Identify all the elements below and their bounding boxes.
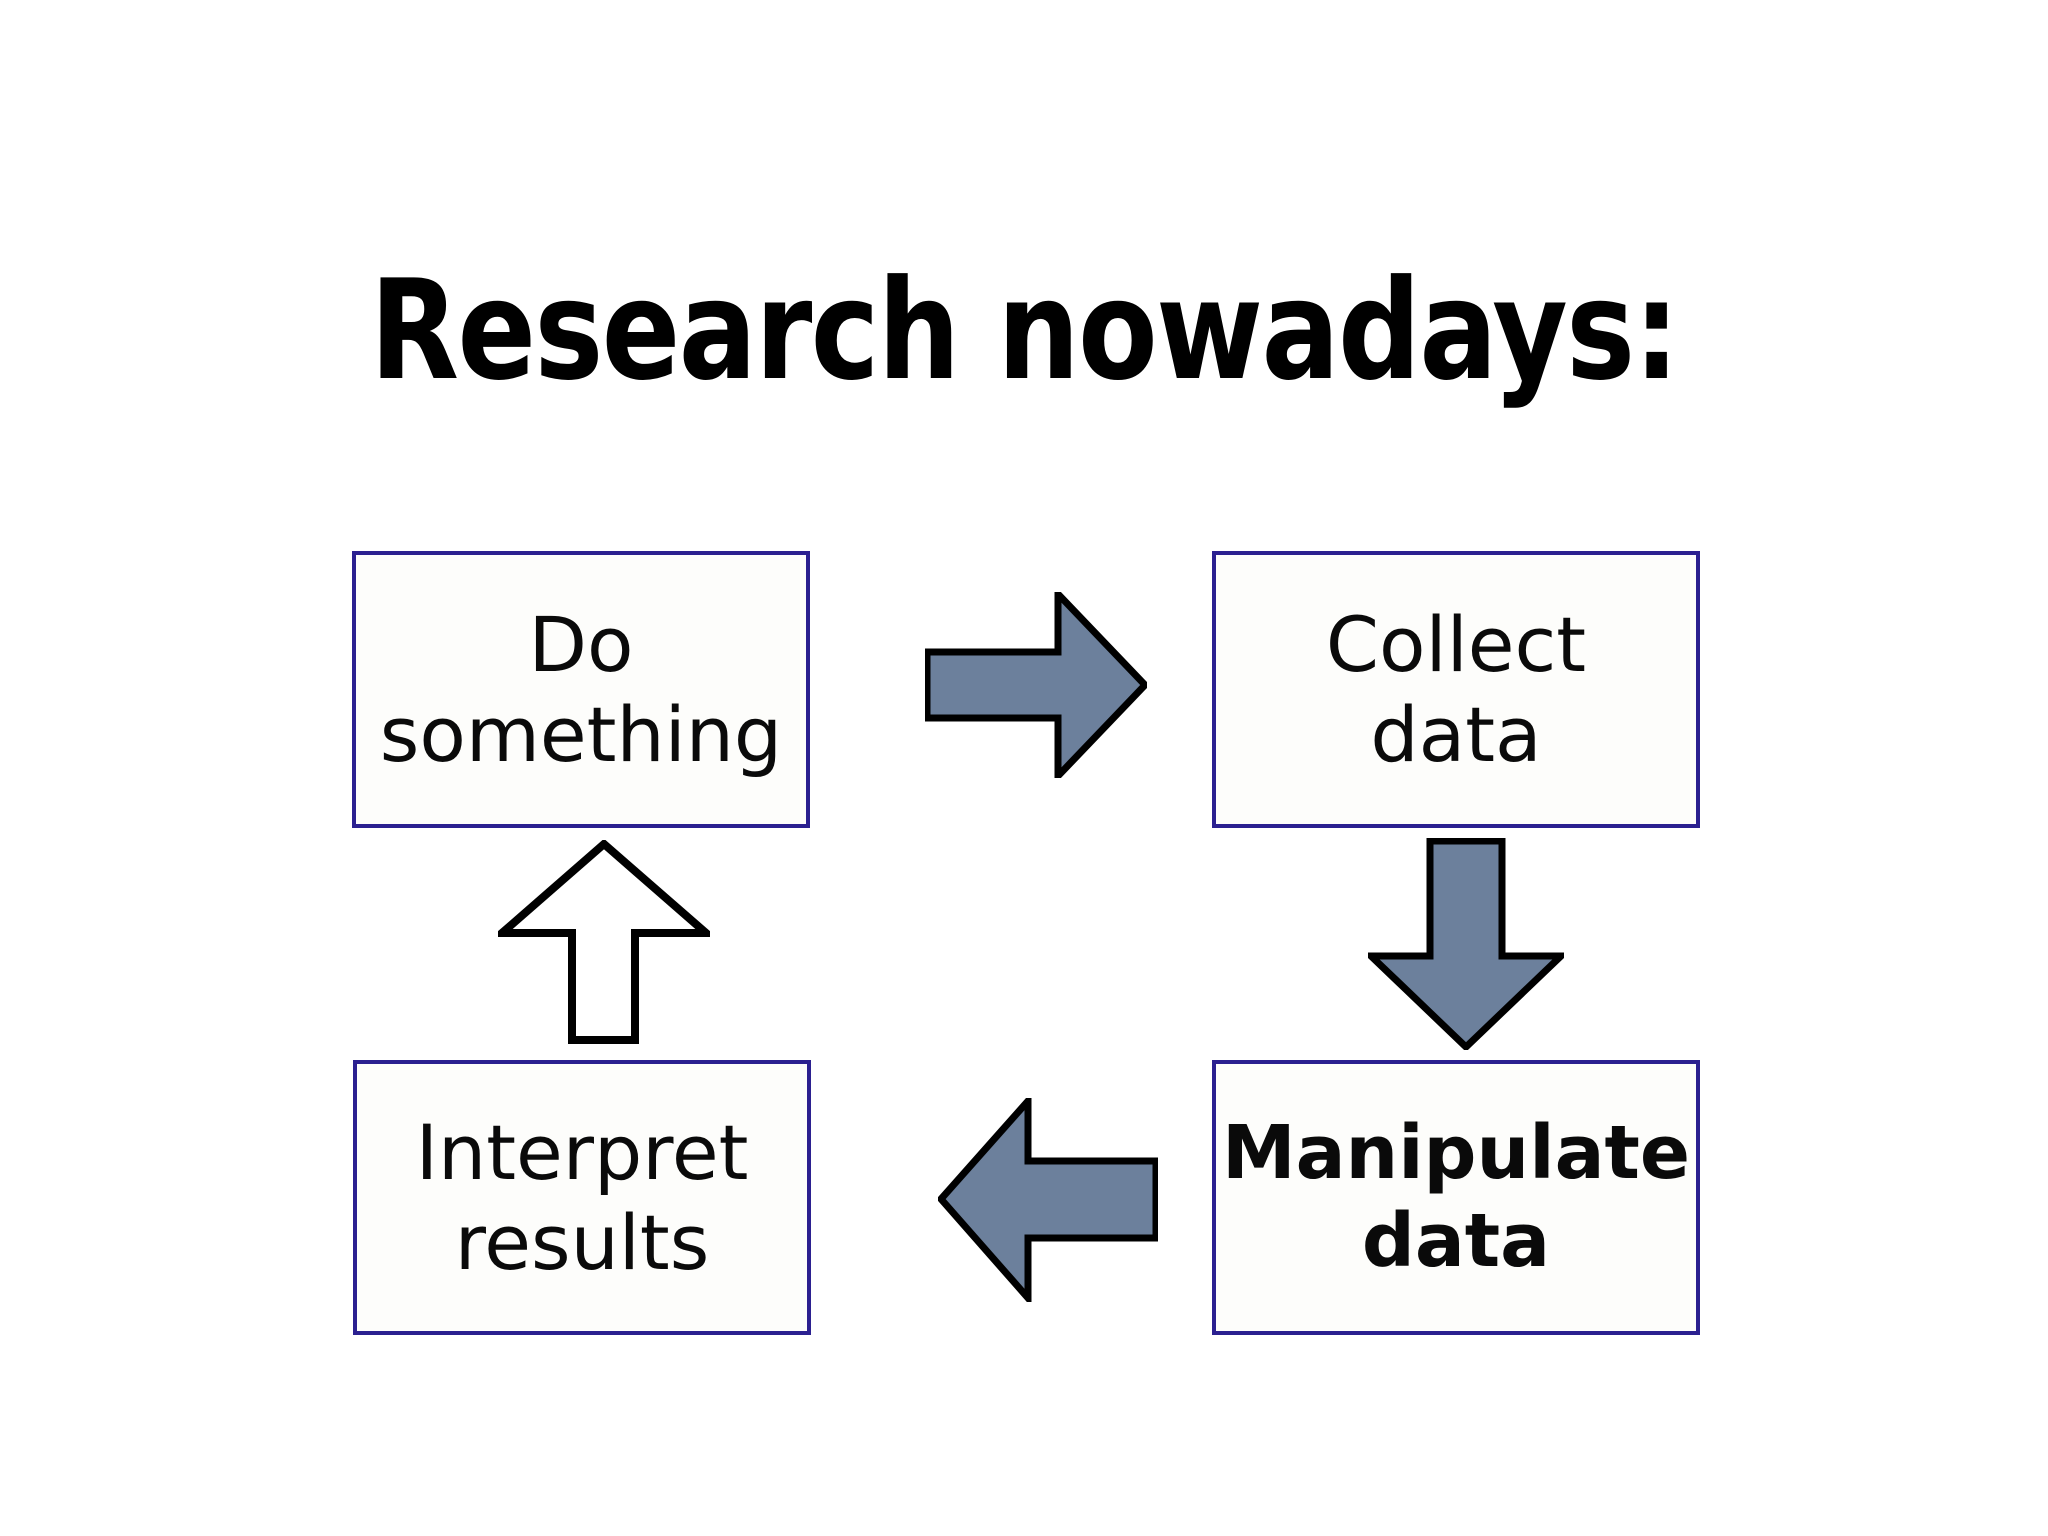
arrow-up-shape — [498, 840, 710, 1044]
arrow-down-icon — [1368, 838, 1564, 1050]
page-title: Research nowadays: — [369, 250, 1680, 411]
process-box-label: Do something — [379, 599, 783, 779]
arrow-left-icon — [938, 1098, 1158, 1302]
arrow-right-shape — [925, 592, 1147, 778]
process-box-collect-data[interactable]: Collect data — [1212, 551, 1700, 828]
process-box-manipulate-data[interactable]: Manipulate data — [1212, 1060, 1700, 1335]
arrow-left-shape — [938, 1098, 1158, 1302]
process-box-label: Interpret results — [415, 1107, 749, 1287]
arrow-up-icon — [498, 840, 710, 1044]
arrow-right-icon — [925, 592, 1147, 778]
process-box-label: Collect data — [1325, 599, 1587, 779]
arrow-down-shape — [1368, 838, 1564, 1050]
process-box-interpret-results[interactable]: Interpret results — [353, 1060, 811, 1335]
process-box-label: Manipulate data — [1221, 1110, 1691, 1284]
process-box-do-something[interactable]: Do something — [352, 551, 810, 828]
